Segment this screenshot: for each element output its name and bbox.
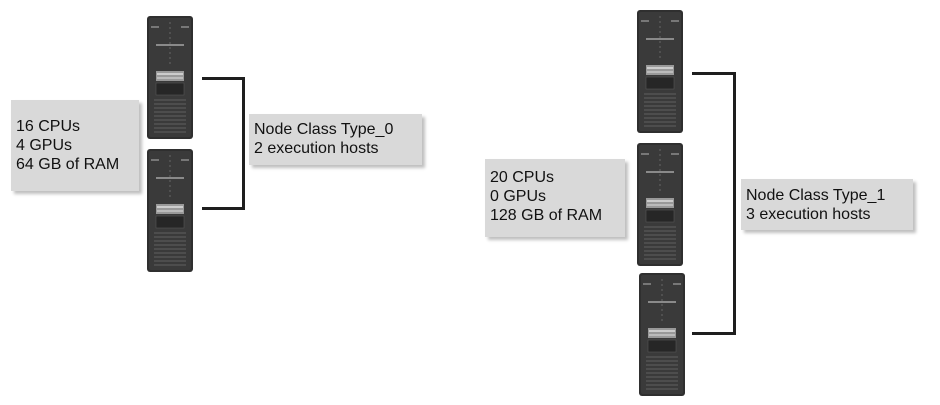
- node-class-box: Node Class Type_0 2 execution hosts: [249, 114, 422, 165]
- gpu-spec: 0 GPUs: [490, 188, 547, 205]
- cpu-spec: 20 CPUs: [490, 169, 555, 186]
- node-class-name: Node Class Type_1: [746, 187, 886, 204]
- server-tower-icon: [637, 10, 683, 133]
- node-class-name: Node Class Type_0: [254, 121, 394, 138]
- host-specs-box: 16 CPUs 4 GPUs 64 GB of RAM: [11, 100, 139, 191]
- ram-spec: 64 GB of RAM: [16, 156, 120, 173]
- group-bracket: [692, 72, 736, 335]
- host-specs-box: 20 CPUs 0 GPUs 128 GB of RAM: [485, 159, 625, 237]
- gpu-spec: 4 GPUs: [16, 137, 73, 154]
- cpu-spec: 16 CPUs: [16, 118, 81, 135]
- node-class-box: Node Class Type_1 3 execution hosts: [741, 179, 913, 230]
- server-tower-icon: [147, 149, 193, 272]
- execution-hosts-count: 3 execution hosts: [746, 206, 871, 223]
- group-bracket: [202, 77, 245, 210]
- server-tower-icon: [147, 16, 193, 139]
- server-tower-icon: [637, 143, 683, 266]
- execution-hosts-count: 2 execution hosts: [254, 140, 379, 157]
- ram-spec: 128 GB of RAM: [490, 207, 603, 224]
- server-tower-icon: [639, 273, 685, 396]
